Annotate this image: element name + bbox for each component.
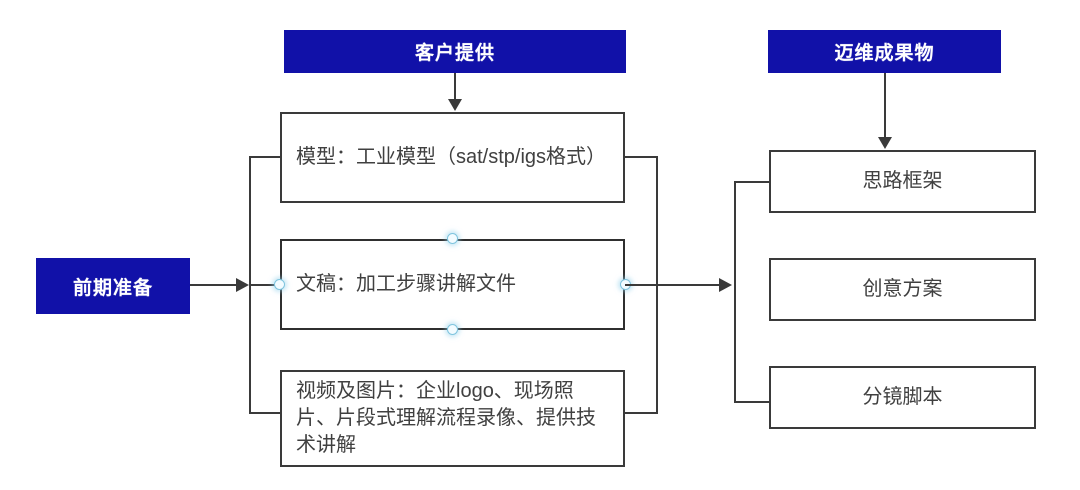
box-creative-plan-label: 创意方案 [862,278,943,300]
selection-handle-top[interactable] [447,233,458,244]
bracket-inputs-out-stub-model [625,156,658,158]
box-video-images-label: 视频及图片：企业logo、现场照片、片段式理解流程录像、提供技术讲解 [296,380,596,456]
connector-client-header-to-model [454,73,456,101]
box-model-label: 模型：工业模型（sat/stp/igs格式） [296,146,607,168]
arrow-right-icon-preparation [236,278,249,292]
connector-inputs-to-outputs [656,284,721,286]
selection-handle-bottom[interactable] [447,324,458,335]
header-client-provides-label: 客户提供 [414,43,495,64]
box-model[interactable]: 模型：工业模型（sat/stp/igs格式） [280,112,625,203]
arrow-down-icon-maiwei-header [878,137,892,149]
box-storyboard-label: 分镜脚本 [862,386,943,408]
node-preparation-label: 前期准备 [72,277,153,299]
header-client-provides[interactable]: 客户提供 [284,30,626,73]
arrow-right-icon-outputs [719,278,732,292]
bracket-inputs-out-stub-video [625,412,658,414]
node-preparation[interactable]: 前期准备 [36,258,190,314]
box-document[interactable]: 文稿：加工步骤讲解文件 [280,239,625,330]
connector-preparation-to-inputs [190,284,238,286]
box-creative-plan[interactable]: 创意方案 [769,258,1036,321]
box-framework-label: 思路框架 [862,170,943,192]
box-storyboard[interactable]: 分镜脚本 [769,366,1036,429]
bracket-outputs-vertical [734,181,736,403]
bracket-inputs-stub-model [249,156,281,158]
box-document-label: 文稿：加工步骤讲解文件 [296,273,516,295]
bracket-inputs-out-stub-document [625,284,658,286]
header-maiwei-deliverables-label: 迈维成果物 [834,43,935,64]
bracket-inputs-stub-video [249,412,281,414]
bracket-outputs-stub-framework [734,181,770,183]
header-maiwei-deliverables[interactable]: 迈维成果物 [768,30,1001,73]
box-framework[interactable]: 思路框架 [769,150,1036,213]
connector-maiwei-header-to-framework [884,73,886,139]
bracket-outputs-stub-storyboard [734,401,770,403]
selection-handle-left[interactable] [274,279,285,290]
arrow-down-icon-client-header [448,99,462,111]
bracket-inputs-stub-document [249,284,281,286]
box-video-images[interactable]: 视频及图片：企业logo、现场照片、片段式理解流程录像、提供技术讲解 [280,370,625,467]
